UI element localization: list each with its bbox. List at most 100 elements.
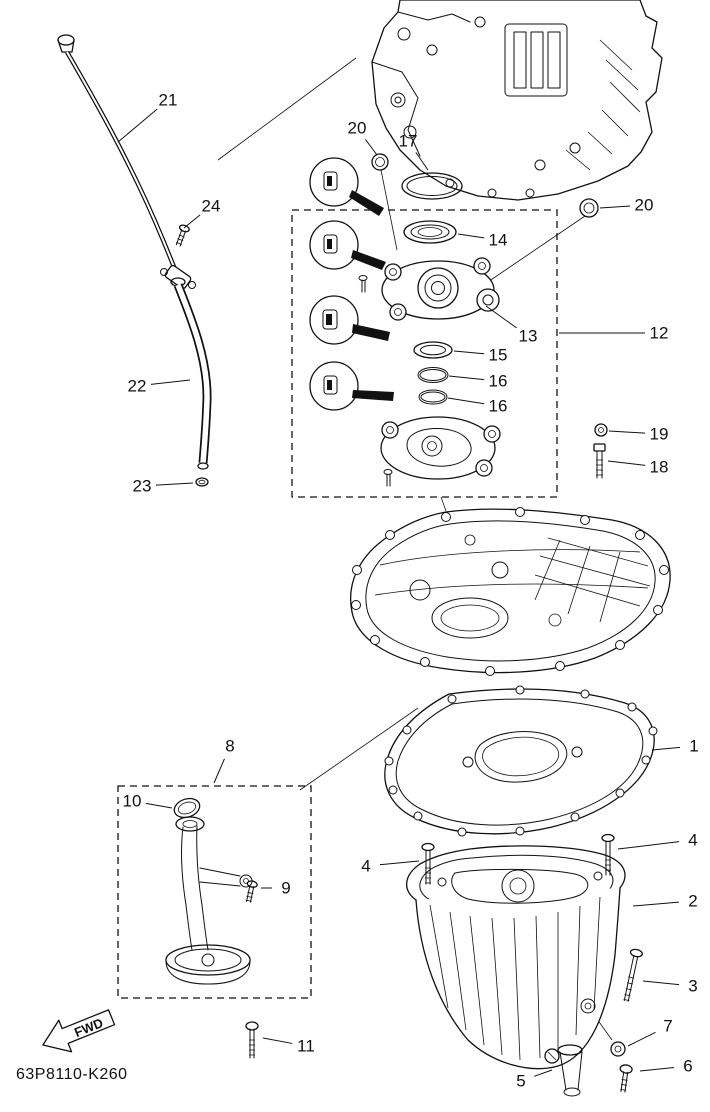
callout-label: 4	[361, 857, 370, 876]
callout-label: 2	[688, 892, 697, 911]
callout-leader	[150, 379, 191, 385]
callout-label: 9	[281, 879, 290, 898]
clip-detail-circles	[309, 157, 394, 411]
callout-leader	[379, 860, 420, 866]
callout-label: 22	[128, 377, 147, 396]
callout-label: 24	[202, 197, 221, 216]
callout-leader	[213, 758, 225, 784]
bolt-3	[623, 948, 643, 1002]
oil-pan-gasket	[384, 685, 658, 837]
callout-label: 5	[516, 1072, 525, 1091]
assembly-lines	[217, 57, 613, 1047]
oil-pan-upper	[350, 507, 671, 676]
oil-pump-body	[358, 257, 500, 321]
o-ring-20-left	[371, 153, 389, 171]
callout-label: 17	[399, 132, 418, 151]
bolt-11	[245, 1021, 259, 1059]
engine-block	[371, 0, 663, 201]
callout-leader	[639, 1066, 675, 1072]
o-ring-17	[401, 172, 463, 200]
callout-label: 21	[159, 91, 178, 110]
washer-7	[610, 1041, 626, 1057]
callout-label: 20	[635, 196, 654, 215]
callout-label: 16	[489, 397, 508, 416]
washer-19	[594, 423, 608, 437]
callout-leader	[453, 350, 485, 355]
pump-group-outline	[291, 209, 558, 498]
ring-16-upper	[417, 367, 449, 383]
callout-leader	[262, 1037, 293, 1044]
clip-detail-2	[309, 220, 386, 270]
bolt-24	[175, 224, 190, 247]
pan-upper-bolt-holes	[351, 507, 669, 676]
part-code-label: 63P8110-K260	[16, 1066, 128, 1083]
callout-leader	[599, 205, 631, 209]
callout-leader	[485, 305, 517, 329]
callout-label: 20	[348, 119, 367, 138]
callout-leader	[183, 214, 201, 229]
callout-label: 10	[123, 792, 142, 811]
pump-screw	[358, 275, 368, 293]
callout-label: 16	[489, 372, 508, 391]
callout-leader	[607, 460, 646, 466]
callout-label: 7	[663, 1017, 672, 1036]
drain-spout	[544, 1044, 583, 1097]
callout-leader	[145, 802, 173, 809]
gasket-bolt-holes	[384, 685, 658, 837]
callout-leader	[415, 152, 429, 171]
callout-label: 13	[519, 327, 538, 346]
callout-label: 6	[683, 1057, 692, 1076]
pump-lower-cover	[380, 416, 501, 487]
ring-16-lower	[418, 389, 448, 405]
callout-label: 14	[489, 231, 508, 250]
callout-leader	[155, 482, 194, 486]
callout-leader	[447, 397, 485, 405]
callout-label: 23	[133, 477, 152, 496]
oil-pan-lower	[406, 845, 626, 1070]
fwd-arrow: FWD	[42, 1009, 116, 1053]
callout-label: 1	[689, 737, 698, 756]
bolt-9	[245, 880, 258, 903]
callout-label: 18	[650, 458, 669, 477]
pan-upper-grid	[534, 537, 651, 623]
callout-layer: 2124201714201213151616222319181810944237…	[117, 91, 699, 1091]
callout-leader	[364, 138, 378, 156]
seal-14	[403, 220, 457, 244]
callout-leader	[651, 746, 681, 751]
dipstick-tube	[170, 277, 212, 470]
oil-strainer	[165, 816, 253, 985]
callout-leader	[534, 1069, 553, 1077]
callout-label: 11	[297, 1037, 315, 1056]
block-hatching	[565, 39, 641, 171]
callout-leader	[117, 108, 158, 143]
clip-detail-3	[309, 295, 390, 345]
callout-leader	[632, 901, 680, 907]
fwd-label: FWD	[72, 1015, 105, 1040]
bolt-6	[619, 1064, 633, 1093]
callout-leader	[642, 980, 680, 986]
clip-detail-1	[309, 157, 384, 216]
callout-leader	[627, 1031, 656, 1047]
callout-label: 4	[688, 831, 697, 850]
strainer-group-outline	[117, 785, 312, 999]
callout-label: 3	[688, 977, 697, 996]
bolt-4-left	[421, 842, 435, 885]
bolt-18	[593, 443, 606, 479]
callout-leader	[617, 841, 680, 850]
bolt-4-right	[601, 833, 615, 876]
callout-leader	[457, 233, 485, 239]
callout-leader	[608, 430, 646, 434]
dipstick	[57, 34, 196, 290]
o-ring-23	[195, 477, 209, 487]
clip-detail-4	[309, 361, 394, 411]
callout-label: 8	[225, 737, 234, 756]
o-ring-20-right	[579, 198, 599, 218]
pan-lower-ribs	[429, 896, 601, 1061]
callout-label: 12	[650, 324, 669, 343]
callout-leader	[448, 375, 485, 381]
callout-label: 15	[489, 346, 508, 365]
cover-screw	[383, 469, 393, 487]
callout-label: 19	[650, 425, 669, 444]
